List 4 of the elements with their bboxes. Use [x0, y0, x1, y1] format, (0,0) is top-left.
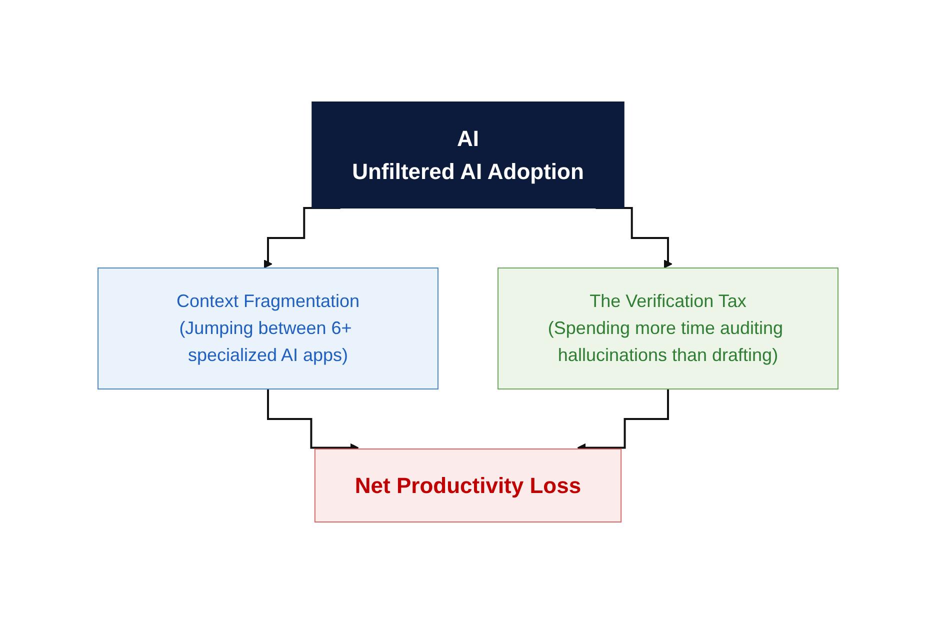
node-box: Context Fragmentation (Jumping between 6+ specialized AI apps) [98, 268, 438, 390]
node-box: AI Unfiltered AI Adoption [312, 102, 624, 208]
node-box: The Verification Tax (Spending more time auditing hallucinations than drafting) [498, 268, 838, 390]
node-box: Net Productivity Loss [314, 448, 622, 522]
